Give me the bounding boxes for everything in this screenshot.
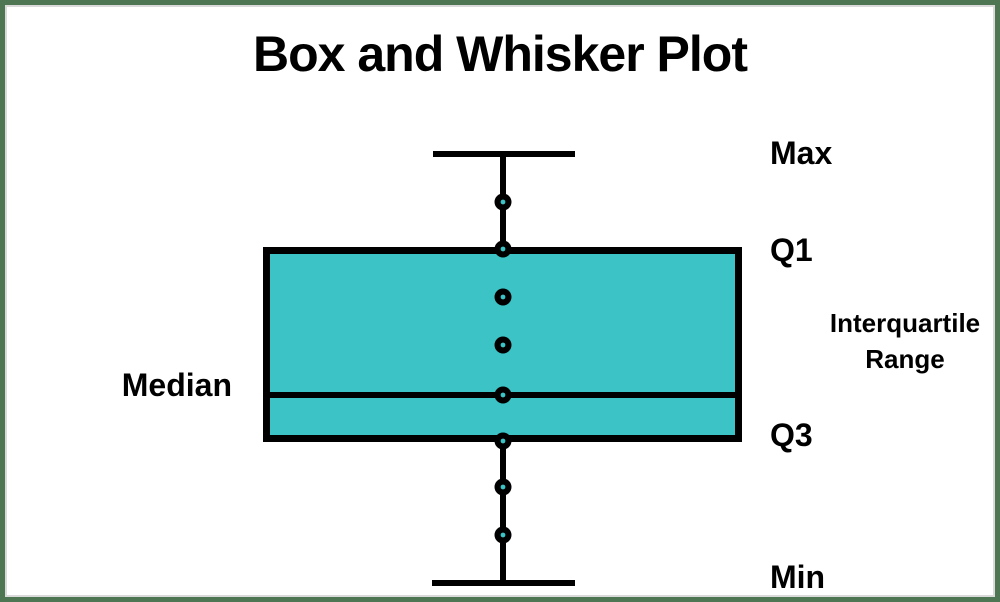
label-median: Median <box>121 367 232 403</box>
label-min: Min <box>770 559 826 595</box>
label-interquartile-line1: Interquartile <box>829 308 981 338</box>
label-interquartile-range: Interquartile Range <box>803 305 995 377</box>
data-point-dot <box>494 240 512 258</box>
data-point-dot <box>494 288 512 306</box>
label-max: Max <box>770 135 833 171</box>
data-point-dot <box>494 478 512 496</box>
data-point-dot <box>494 336 512 354</box>
data-point-dot <box>494 193 512 211</box>
boxplot-graphic <box>263 151 742 586</box>
label-q3: Q3 <box>770 417 813 453</box>
data-point-dot <box>494 386 512 404</box>
diagram-title: Box and Whisker Plot <box>253 26 748 82</box>
data-point-dot <box>494 526 512 544</box>
data-point-dot <box>494 432 512 450</box>
label-interquartile-line2: Range <box>865 344 945 374</box>
label-q1: Q1 <box>770 232 813 268</box>
